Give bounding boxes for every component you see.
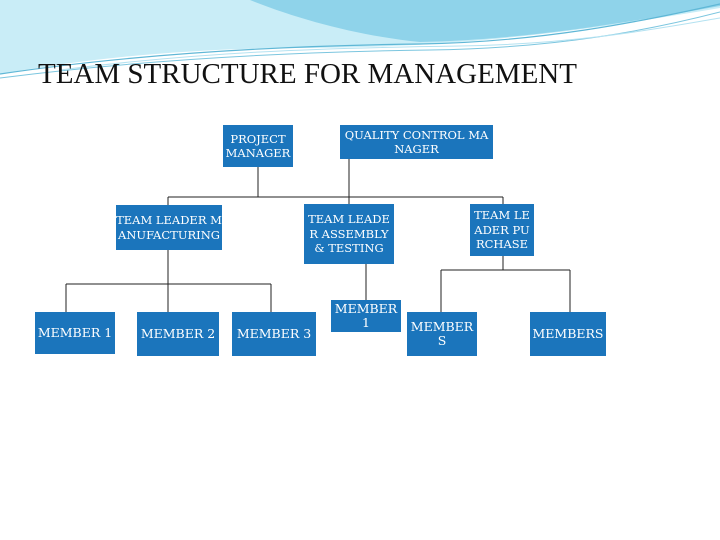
node-manufacturing-member-1: MEMBER 1 [35, 312, 115, 354]
wave-line-3 [59, 17, 720, 71]
wave-line-2 [0, 11, 720, 79]
node-manufacturing-member-2: MEMBER 2 [137, 312, 219, 356]
slide-title: TEAM STRUCTURE FOR MANAGEMENT [38, 58, 577, 90]
node-manufacturing-member-3: MEMBER 3 [232, 312, 316, 356]
node-quality-control-manager: QUALITY CONTROL MANAGER [340, 125, 493, 159]
node-purchase-members-1: MEMBERS [407, 312, 477, 356]
node-project-manager: PROJECT MANAGER [223, 125, 293, 167]
wave-line-1 [0, 3, 720, 75]
node-purchase-members-2: MEMBERS [530, 312, 606, 356]
node-team-leader-manufacturing: TEAM LEADER MANUFACTURING [116, 205, 222, 250]
header-wave-decoration [0, 0, 720, 79]
node-team-leader-purchase: TEAM LEADER PURCHASE [470, 204, 534, 256]
node-team-leader-assembly-testing: TEAM LEADER ASSEMBLY & TESTING [304, 204, 394, 264]
wave-band-mid [250, 0, 720, 42]
node-assembly-member-1: MEMBER 1 [331, 300, 401, 332]
